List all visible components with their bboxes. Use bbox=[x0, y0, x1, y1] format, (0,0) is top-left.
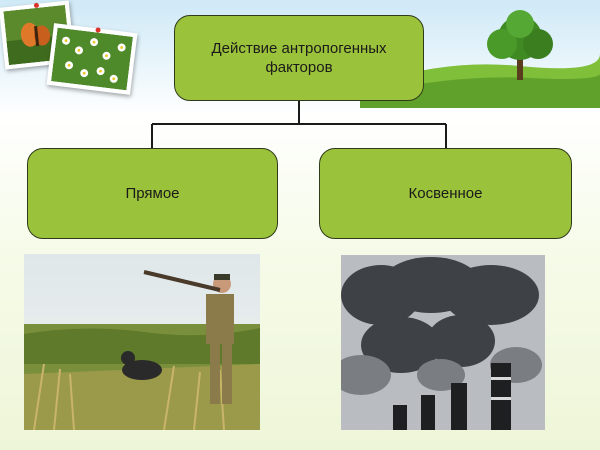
child-node-direct: Прямое bbox=[27, 148, 278, 239]
factory-photo bbox=[341, 255, 545, 430]
root-node: Действие антропогенных факторов bbox=[174, 15, 424, 101]
factory-smokestacks-icon bbox=[341, 255, 545, 430]
daisies-icon bbox=[50, 27, 134, 91]
root-node-label: Действие антропогенных факторов bbox=[211, 40, 387, 76]
child-node-indirect-label: Косвенное bbox=[408, 185, 483, 202]
child-node-direct-label: Прямое bbox=[125, 185, 180, 202]
daisies-photo-card bbox=[46, 23, 138, 95]
child-node-indirect: Косвенное bbox=[319, 148, 572, 239]
tree-icon bbox=[487, 10, 553, 80]
hunter-with-dog-icon bbox=[24, 254, 260, 430]
hunter-photo bbox=[24, 254, 260, 430]
